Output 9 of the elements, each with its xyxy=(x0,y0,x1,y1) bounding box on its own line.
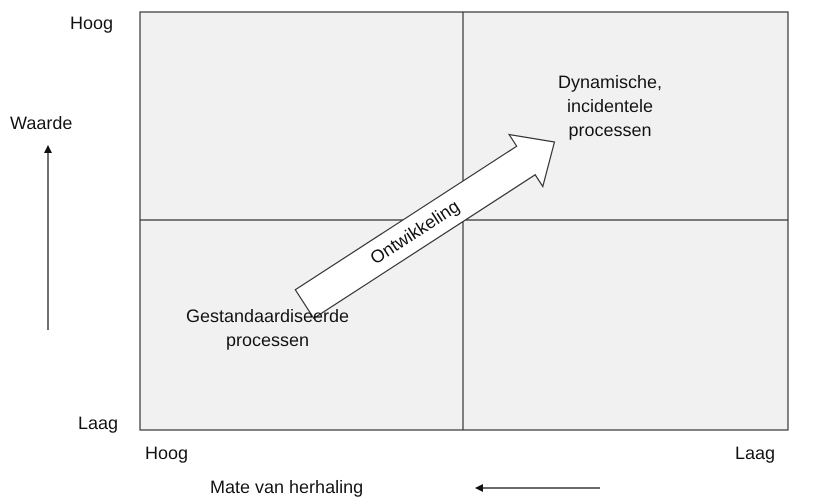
axis-title: Mate van herhaling xyxy=(210,477,364,498)
quadrant-label: Gestandaardiseerde processen xyxy=(180,304,355,352)
axis-label: Laag xyxy=(735,443,776,464)
axis-title: Waarde xyxy=(10,113,72,134)
block-arrow xyxy=(294,134,556,320)
axis-label: Hoog xyxy=(145,443,188,464)
quadrant-label: Dynamische, incidentele processen xyxy=(545,70,675,142)
axis-label: Hoog xyxy=(70,13,114,34)
axis-label: Laag xyxy=(78,413,118,434)
